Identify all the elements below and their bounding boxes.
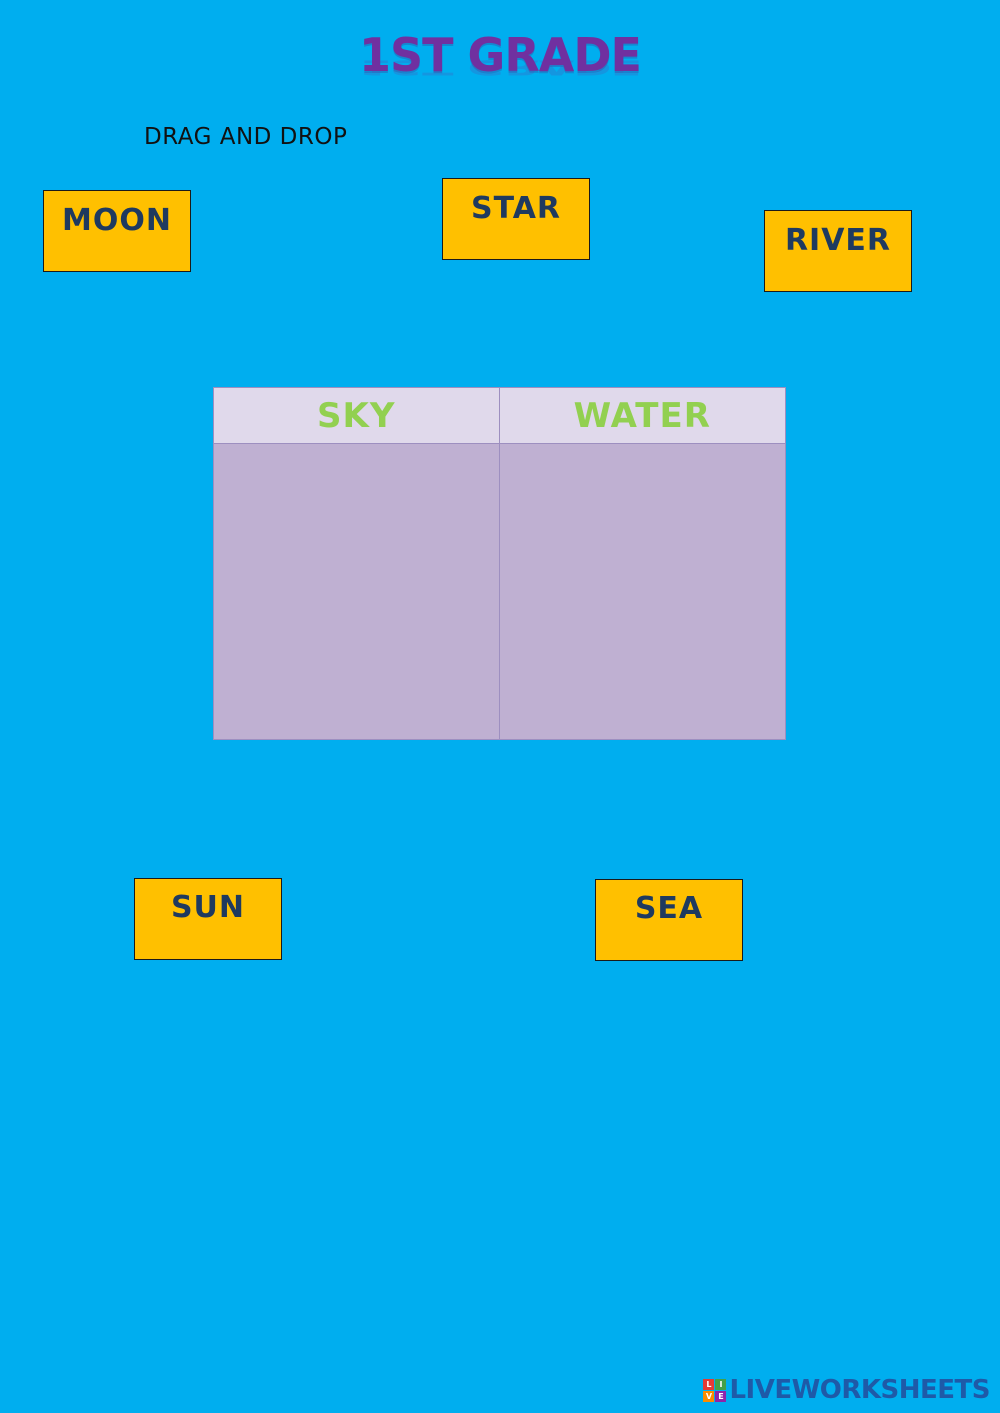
instruction-text: DRAG AND DROP [144,124,348,150]
card-label: STAR [470,191,562,226]
column-header-sky: SKY [214,388,500,444]
drop-zone-water[interactable] [499,444,785,739]
liveworksheets-watermark: L I V E LIVEWORKSHEETS [703,1375,990,1405]
card-label: RIVER [784,223,892,258]
card-label: SEA [634,891,704,926]
sorting-table: SKY WATER [213,387,786,740]
drag-card-river[interactable]: RIVER [764,210,912,292]
watermark-brand-text: LIVEWORKSHEETS [729,1375,990,1405]
logo-letter: I [715,1378,727,1390]
logo-letter: V [703,1390,715,1402]
drag-card-sun[interactable]: SUN [134,878,282,960]
logo-letter: E [715,1390,727,1402]
liveworksheets-logo-icon: L I V E [703,1378,727,1402]
worksheet-title: 1ST GRADE [359,28,642,82]
drag-card-star[interactable]: STAR [442,178,590,260]
drag-card-moon[interactable]: MOON [43,190,191,272]
card-label: SUN [170,890,246,925]
card-label: MOON [62,203,172,238]
logo-letter: L [703,1378,715,1390]
column-header-water: WATER [499,388,785,444]
drop-zone-sky[interactable] [214,444,500,739]
drag-card-sea[interactable]: SEA [595,879,743,961]
